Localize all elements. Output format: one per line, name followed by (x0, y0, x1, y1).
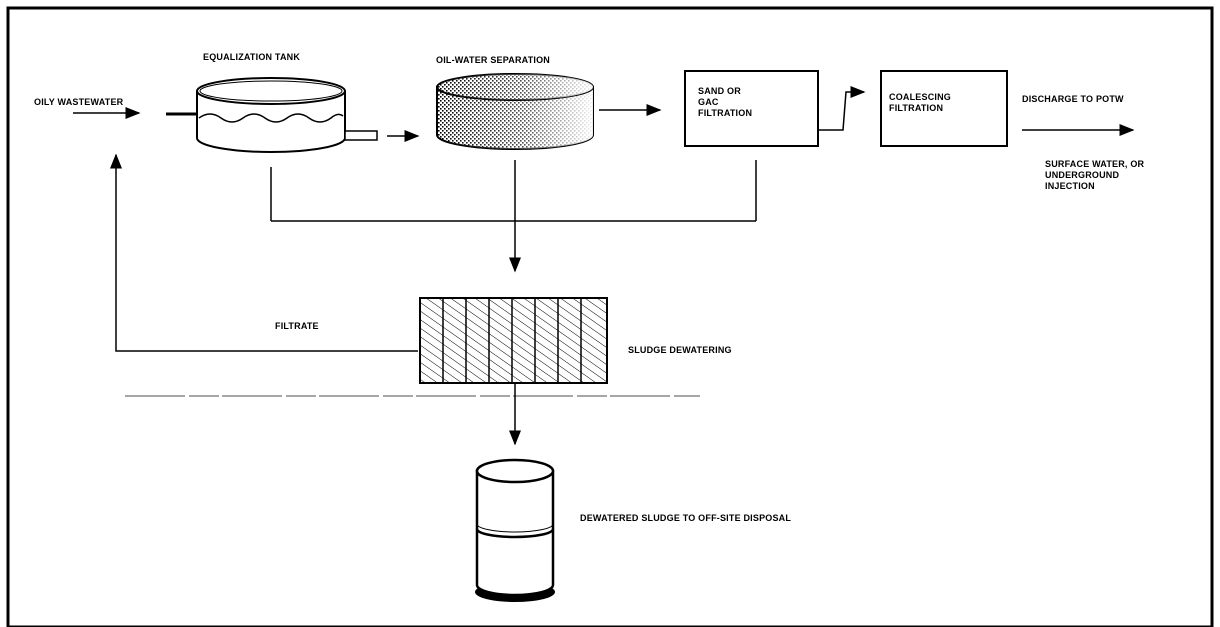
oil-water-separator (436, 73, 594, 150)
sludge-dewatering-unit (419, 297, 608, 384)
label-dewatered-sludge: DEWATERED SLUDGE TO OFF-SITE DISPOSAL (580, 513, 792, 523)
label-equalization-tank: EQUALIZATION TANK (203, 52, 301, 62)
coalescing-filtration-box (880, 70, 1008, 147)
label-sand-gac-filtration: SAND OR GAC FILTRATION (698, 86, 753, 118)
filtrate-return-line (110, 153, 418, 352)
label-discharge-to-potw: DISCHARGE TO POTW (1022, 94, 1124, 104)
sludge-drum (475, 458, 555, 602)
sand-gac-filtration-box (684, 70, 819, 147)
label-sludge-dewatering: SLUDGE DEWATERING (628, 345, 732, 355)
sand-to-coalescing-arrow (818, 86, 866, 131)
label-oily-wastewater: OILY WASTEWATER (34, 97, 124, 107)
figure-border (6, 6, 1214, 627)
label-oil-water-separation: OIL-WATER SEPARATION (436, 55, 550, 65)
equalization-tank (166, 77, 378, 153)
label-coalescing-filtration: COALESCING FILTRATION (889, 92, 952, 113)
sludge-collection-lines (270, 160, 757, 273)
label-filtrate: FILTRATE (275, 321, 319, 331)
label-surface-water: SURFACE WATER, OR UNDERGROUND INJECTION (1045, 159, 1145, 191)
